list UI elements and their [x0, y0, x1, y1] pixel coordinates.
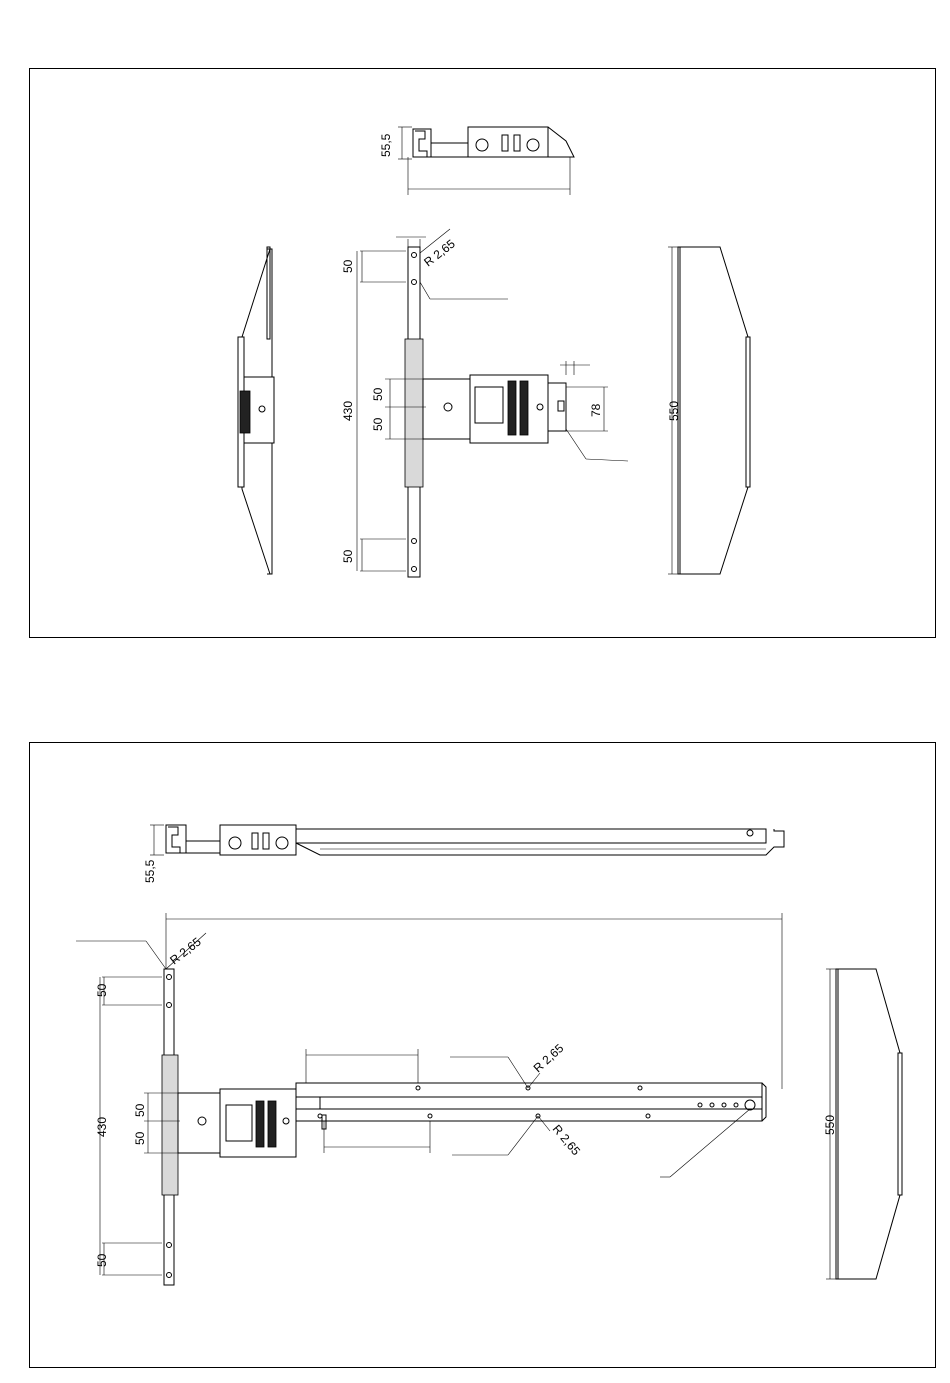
dim-radius-top: R 2,65 [421, 236, 458, 269]
sheet-1-drawing: 55,5 [30, 69, 935, 637]
dim-left-50-bottom: 50 [341, 549, 355, 563]
top-view-extended [150, 825, 784, 855]
dim-radius-rail-bottom: R 2,65 [550, 1122, 584, 1158]
dim-left-50-top: 50 [341, 259, 355, 273]
dim-width-550-2: 550 [823, 1115, 837, 1135]
dim-right-78: 78 [589, 403, 603, 417]
right-side-view-2 [826, 969, 902, 1279]
left-side-view [238, 247, 274, 574]
dim-top-height-2: 55,5 [143, 859, 157, 883]
sheet-2-drawing: 55,5 [30, 743, 935, 1367]
dim-radius-left: R 2,65 [167, 934, 204, 967]
dim-width-550: 550 [667, 401, 681, 421]
top-view [398, 127, 574, 195]
drawing-sheet-1: 55,5 [29, 68, 936, 638]
dim-center-50-lower: 50 [371, 417, 385, 431]
dim-left-430: 430 [341, 401, 355, 421]
front-view-extended [76, 933, 766, 1285]
dim-radius-rail-top: R 2,65 [531, 1041, 567, 1075]
dim-center-50-upper: 50 [371, 387, 385, 401]
dim-left-430-2: 430 [95, 1117, 109, 1137]
dim-top-height: 55,5 [379, 133, 393, 157]
center-front-view [357, 229, 628, 577]
dim-left-50-top-2: 50 [95, 983, 109, 997]
dim-center-50-upper-2: 50 [133, 1103, 147, 1117]
drawing-sheet-2: 55,5 [29, 742, 936, 1368]
dim-center-50-lower-2: 50 [133, 1131, 147, 1145]
dim-left-50-bottom-2: 50 [95, 1253, 109, 1267]
